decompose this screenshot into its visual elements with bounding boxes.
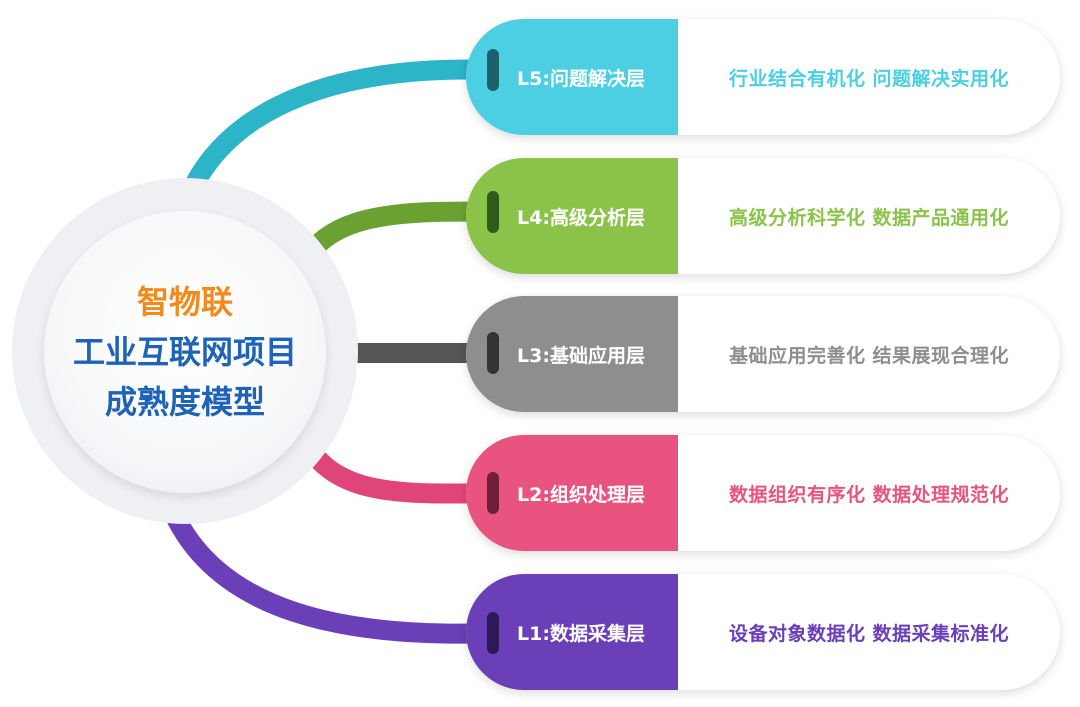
layer-label: L2:组织处理层 xyxy=(466,435,678,551)
layer-label: L5:问题解决层 xyxy=(466,19,678,135)
layer-label: L4:高级分析层 xyxy=(466,158,678,274)
connector-l1 xyxy=(160,501,496,644)
layer-label: L3:基础应用层 xyxy=(466,296,678,412)
hub-title-line1: 工业互联网项目 xyxy=(72,333,297,371)
layer-l2: L2:组织处理层 数据组织有序化 数据处理规范化 xyxy=(466,435,1060,551)
layer-label: L1:数据采集层 xyxy=(466,574,678,690)
layer-description: 行业结合有机化 问题解决实用化 xyxy=(728,67,1010,90)
hub-circle: 智物联 工业互联网项目 成熟度模型 xyxy=(44,211,326,493)
layer-l5: L5:问题解决层 行业结合有机化 问题解决实用化 xyxy=(466,19,1060,135)
layer-l3: L3:基础应用层 基础应用完善化 结果展现合理化 xyxy=(466,296,1060,412)
pin-l3 xyxy=(487,332,499,374)
layer-description: 基础应用完善化 结果展现合理化 xyxy=(728,344,1010,367)
layer-description: 设备对象数据化 数据采集标准化 xyxy=(728,622,1010,645)
connector-l5 xyxy=(175,59,496,209)
hub-brand: 智物联 xyxy=(136,283,233,321)
pin-l5 xyxy=(487,49,499,91)
layer-l4: L4:高级分析层 高级分析科学化 数据产品通用化 xyxy=(466,158,1060,274)
pin-l4 xyxy=(487,191,499,233)
layer-description: 高级分析科学化 数据产品通用化 xyxy=(728,206,1010,229)
layer-l1: L1:数据采集层 设备对象数据化 数据采集标准化 xyxy=(466,574,1060,690)
layer-description: 数据组织有序化 数据处理规范化 xyxy=(728,483,1010,506)
pin-l1 xyxy=(487,612,499,654)
pin-l2 xyxy=(487,472,499,514)
hub-title-line2: 成熟度模型 xyxy=(104,383,265,421)
